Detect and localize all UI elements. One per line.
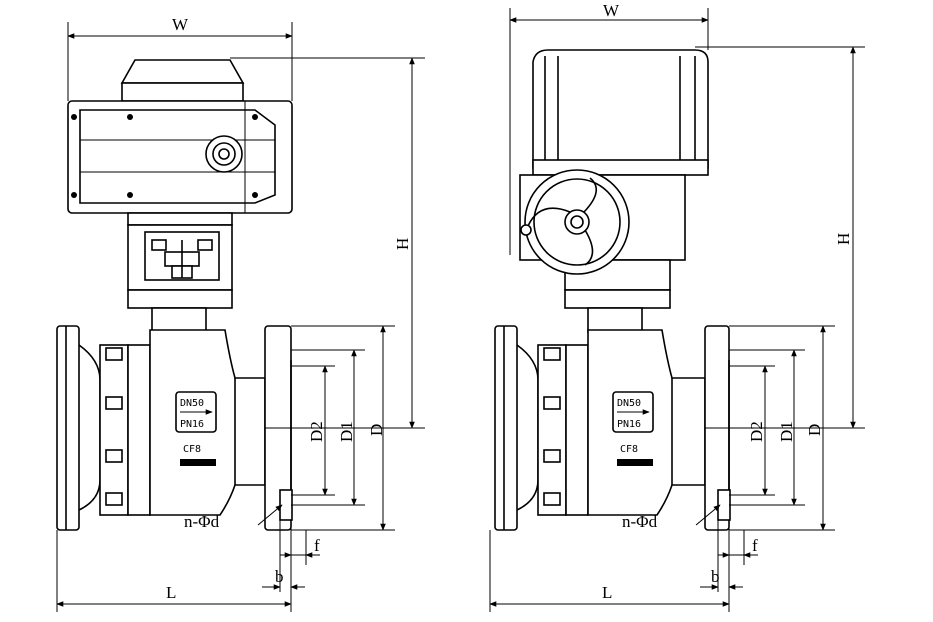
front-serial-mark bbox=[180, 459, 216, 466]
front-actuator-screws bbox=[71, 114, 258, 198]
front-nameplate-pn: PN16 bbox=[180, 419, 204, 430]
front-nameplate-dn: DN50 bbox=[180, 398, 204, 409]
front-dim-h: H bbox=[393, 238, 412, 250]
front-bracket bbox=[127, 224, 233, 309]
side-nameplate bbox=[612, 391, 654, 433]
front-dimensions: W H D D1 D2 n-Φd f bbox=[56, 15, 425, 612]
front-dim-l: L bbox=[166, 583, 176, 602]
side-bolts bbox=[543, 347, 561, 506]
side-nameplate-pn: PN16 bbox=[617, 419, 641, 430]
front-dim-d1: D1 bbox=[337, 421, 356, 442]
side-dim-d1: D1 bbox=[777, 421, 796, 442]
front-valve-body: DN50 PN16 CF8 bbox=[56, 307, 293, 531]
side-dim-h: H bbox=[834, 233, 853, 245]
side-dim-d: D bbox=[805, 424, 824, 436]
side-valve-body: DN50 PN16 CF8 bbox=[494, 289, 731, 531]
side-material-mark: CF8 bbox=[620, 444, 638, 455]
front-view: DN50 PN16 CF8 W H D bbox=[56, 15, 425, 612]
front-dim-d2: D2 bbox=[307, 421, 326, 442]
front-dim-bolt: n-Φd bbox=[184, 512, 220, 531]
front-dim-f: f bbox=[314, 536, 320, 555]
side-dimensions: W H D D1 D2 n-Φd f bbox=[489, 1, 865, 612]
side-view: DN50 PN16 CF8 W H D D1 bbox=[489, 1, 865, 612]
side-nameplate-dn: DN50 bbox=[617, 398, 641, 409]
front-dim-d: D bbox=[367, 424, 386, 436]
side-dim-d2: D2 bbox=[747, 421, 766, 442]
front-dim-b: b bbox=[275, 567, 284, 586]
front-bolts bbox=[105, 347, 123, 506]
side-serial-mark bbox=[617, 459, 653, 466]
front-nameplate bbox=[175, 391, 217, 433]
front-actuator bbox=[67, 59, 293, 226]
side-dim-f: f bbox=[752, 536, 758, 555]
front-material-mark: CF8 bbox=[183, 444, 201, 455]
front-dim-w: W bbox=[172, 15, 189, 34]
side-dim-w: W bbox=[603, 1, 620, 20]
side-dim-b: b bbox=[711, 567, 720, 586]
side-dim-bolt: n-Φd bbox=[622, 512, 658, 531]
side-dim-l: L bbox=[602, 583, 612, 602]
side-handwheel[interactable] bbox=[520, 169, 630, 275]
